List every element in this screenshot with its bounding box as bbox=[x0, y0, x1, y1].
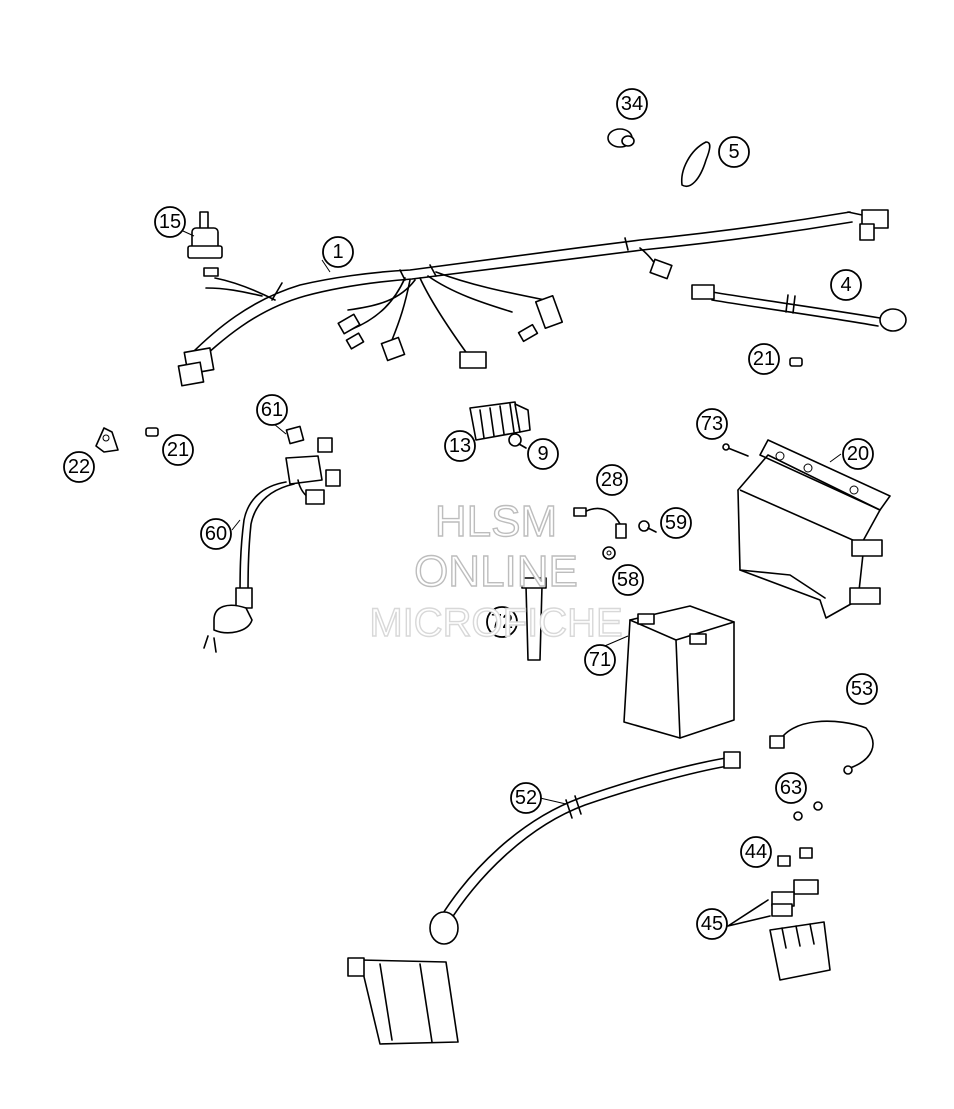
svg-text:22: 22 bbox=[68, 456, 90, 478]
svg-text:63: 63 bbox=[780, 777, 802, 799]
svg-text:20: 20 bbox=[847, 443, 869, 465]
svg-text:58: 58 bbox=[617, 569, 639, 591]
nut-part-21-right bbox=[789, 357, 803, 367]
svg-text:5: 5 bbox=[728, 141, 739, 163]
ignition-coil-part-60 bbox=[203, 425, 341, 653]
svg-text:21: 21 bbox=[753, 348, 775, 370]
starter-cable-part-52 bbox=[429, 751, 741, 945]
callout-61: 61 bbox=[256, 394, 288, 426]
svg-text:28: 28 bbox=[601, 469, 623, 491]
cable-part-4 bbox=[691, 284, 907, 332]
callout-44: 44 bbox=[740, 836, 772, 868]
callout-9: 9 bbox=[527, 438, 559, 470]
bolt-part-9 bbox=[508, 433, 527, 449]
callout-1: 1 bbox=[322, 236, 354, 268]
battery-box-part-20 bbox=[737, 439, 891, 619]
svg-text:4: 4 bbox=[840, 274, 851, 296]
svg-text:45: 45 bbox=[701, 913, 723, 935]
screws-part-63 bbox=[793, 801, 823, 821]
callout-59: 59 bbox=[660, 507, 692, 539]
battery-part-71 bbox=[623, 605, 735, 739]
watermark-line-1: HLSM bbox=[435, 497, 557, 546]
svg-text:21: 21 bbox=[167, 439, 189, 461]
battery-cable-part-28 bbox=[573, 507, 627, 539]
starter-motor bbox=[347, 957, 459, 1045]
callout-45: 45 bbox=[696, 908, 728, 940]
callout-34: 34 bbox=[616, 88, 648, 120]
callout-4: 4 bbox=[830, 269, 862, 301]
callout-72: 72 bbox=[486, 606, 518, 638]
callout-63: 63 bbox=[775, 772, 807, 804]
bracket-part-22 bbox=[95, 427, 119, 453]
screw-part-73 bbox=[722, 443, 749, 457]
relay-part-45 bbox=[727, 879, 831, 981]
svg-text:34: 34 bbox=[621, 93, 643, 115]
svg-text:61: 61 bbox=[261, 399, 283, 421]
cable-part-53 bbox=[769, 720, 874, 775]
nut-part-21-left bbox=[145, 427, 159, 437]
svg-text:72: 72 bbox=[491, 611, 513, 633]
callout-22: 22 bbox=[63, 451, 95, 483]
svg-text:44: 44 bbox=[745, 841, 767, 863]
strap-part-72 bbox=[521, 577, 547, 661]
svg-text:13: 13 bbox=[449, 435, 471, 457]
callout-20: 20 bbox=[842, 438, 874, 470]
svg-text:52: 52 bbox=[515, 787, 537, 809]
svg-text:73: 73 bbox=[701, 413, 723, 435]
watermark-line-3: MICROFICHE bbox=[369, 601, 622, 645]
callout-73: 73 bbox=[696, 408, 728, 440]
callout-71: 71 bbox=[584, 644, 616, 676]
svg-text:1: 1 bbox=[332, 241, 343, 263]
switch-part-15 bbox=[187, 211, 223, 259]
cable-tie-part-5 bbox=[681, 141, 711, 187]
callouts: 1 4 5 9 13 15 20 21 21 22 28 34 44 45 52… bbox=[63, 88, 878, 940]
svg-text:59: 59 bbox=[665, 512, 687, 534]
callout-15: 15 bbox=[154, 206, 186, 238]
callout-58: 58 bbox=[612, 564, 644, 596]
svg-text:53: 53 bbox=[851, 678, 873, 700]
callout-21-left: 21 bbox=[162, 434, 194, 466]
watermark: HLSM ONLINE MICROFICHE bbox=[369, 496, 624, 645]
wiring-harness bbox=[177, 209, 889, 387]
callout-13: 13 bbox=[444, 430, 476, 462]
callout-28: 28 bbox=[596, 464, 628, 496]
grommet-part-34 bbox=[607, 128, 635, 148]
svg-text:9: 9 bbox=[537, 443, 548, 465]
bolt-part-59 bbox=[638, 520, 657, 533]
svg-text:71: 71 bbox=[589, 649, 611, 671]
callout-5: 5 bbox=[718, 136, 750, 168]
callout-21-right: 21 bbox=[748, 343, 780, 375]
regulator-part-13 bbox=[469, 401, 531, 441]
svg-text:15: 15 bbox=[159, 211, 181, 233]
washer-part-58 bbox=[602, 546, 616, 560]
callout-53: 53 bbox=[846, 673, 878, 705]
fuses-part-44 bbox=[777, 847, 813, 867]
svg-text:60: 60 bbox=[205, 523, 227, 545]
callout-60: 60 bbox=[200, 518, 232, 550]
watermark-line-2: ONLINE bbox=[414, 547, 578, 596]
callout-52: 52 bbox=[510, 782, 542, 814]
